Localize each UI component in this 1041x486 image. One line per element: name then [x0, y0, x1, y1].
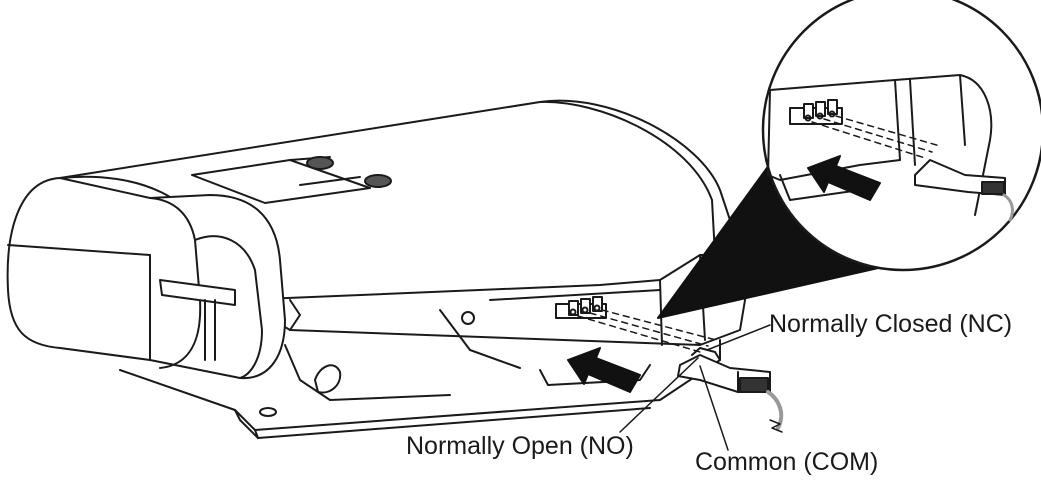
label-normally-closed: Normally Closed (NC) — [769, 310, 1013, 338]
leader-lines — [619, 324, 771, 451]
magnified-view — [761, 0, 1041, 272]
cable-break-icon — [769, 419, 783, 433]
dashed-wires — [577, 309, 717, 353]
lower-housing — [284, 289, 661, 401]
label-normally-open: Normally Open (NO) — [406, 432, 634, 460]
connector-plug — [677, 347, 771, 393]
insert-arrow — [567, 347, 641, 393]
end-cap — [6, 177, 286, 380]
insert-arrow-magnified — [807, 155, 881, 201]
label-common: Common (COM) — [695, 448, 879, 476]
